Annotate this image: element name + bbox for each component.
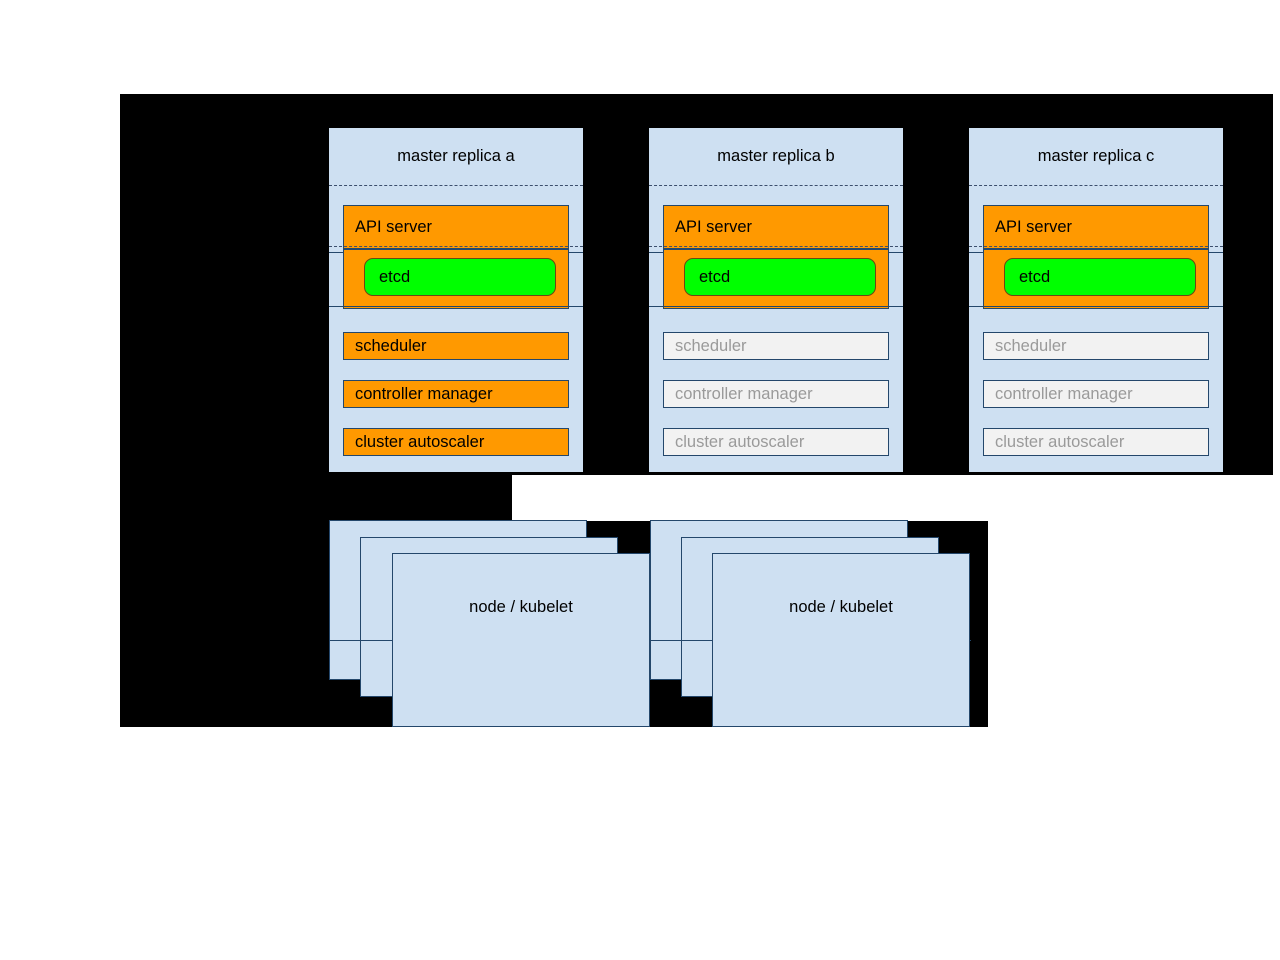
api-server-etcd-divider-b [649, 246, 903, 247]
api-server-box-a[interactable]: API server [343, 205, 569, 249]
master-replica-panel-c[interactable]: master replica c API server etcd schedul… [969, 128, 1223, 472]
component-scheduler-c[interactable]: scheduler [983, 332, 1209, 360]
etcd-box-c[interactable]: etcd [1004, 258, 1196, 296]
component-controller-manager-a[interactable]: controller manager [343, 380, 569, 408]
replica-title-a: master replica a [397, 147, 515, 165]
etcd-host-box-c: etcd [983, 249, 1209, 309]
component-cluster-autoscaler-b[interactable]: cluster autoscaler [663, 428, 889, 456]
component-scheduler-b[interactable]: scheduler [663, 332, 889, 360]
api-server-box-c[interactable]: API server [983, 205, 1209, 249]
api-server-etcd-divider-c [969, 246, 1223, 247]
replica-header-divider-c [969, 185, 1223, 186]
component-scheduler-a[interactable]: scheduler [343, 332, 569, 360]
backdrop-mid-left [120, 475, 512, 521]
component-cluster-autoscaler-a[interactable]: cluster autoscaler [343, 428, 569, 456]
replica-header-divider-a [329, 185, 583, 186]
etcd-host-box-b: etcd [663, 249, 889, 309]
node-stack-card-front-1[interactable] [392, 553, 650, 727]
master-replica-panel-a[interactable]: master replica a API server etcd schedul… [329, 128, 583, 472]
replica-title-c: master replica c [1037, 147, 1155, 165]
etcd-box-a[interactable]: etcd [364, 258, 556, 296]
api-server-etcd-divider-a [329, 246, 583, 247]
etcd-host-bottom-rule-a [329, 306, 583, 307]
master-replica-panel-b[interactable]: master replica b API server etcd schedul… [649, 128, 903, 472]
etcd-box-b[interactable]: etcd [684, 258, 876, 296]
api-server-box-b[interactable]: API server [663, 205, 889, 249]
replica-header-divider-b [649, 185, 903, 186]
etcd-host-bottom-rule-c [969, 306, 1223, 307]
etcd-host-bottom-rule-b [649, 306, 903, 307]
component-controller-manager-c[interactable]: controller manager [983, 380, 1209, 408]
etcd-host-box-a: etcd [343, 249, 569, 309]
component-controller-manager-b[interactable]: controller manager [663, 380, 889, 408]
node-stack-card-front-2[interactable] [712, 553, 970, 727]
replica-title-b: master replica b [717, 147, 835, 165]
component-cluster-autoscaler-c[interactable]: cluster autoscaler [983, 428, 1209, 456]
